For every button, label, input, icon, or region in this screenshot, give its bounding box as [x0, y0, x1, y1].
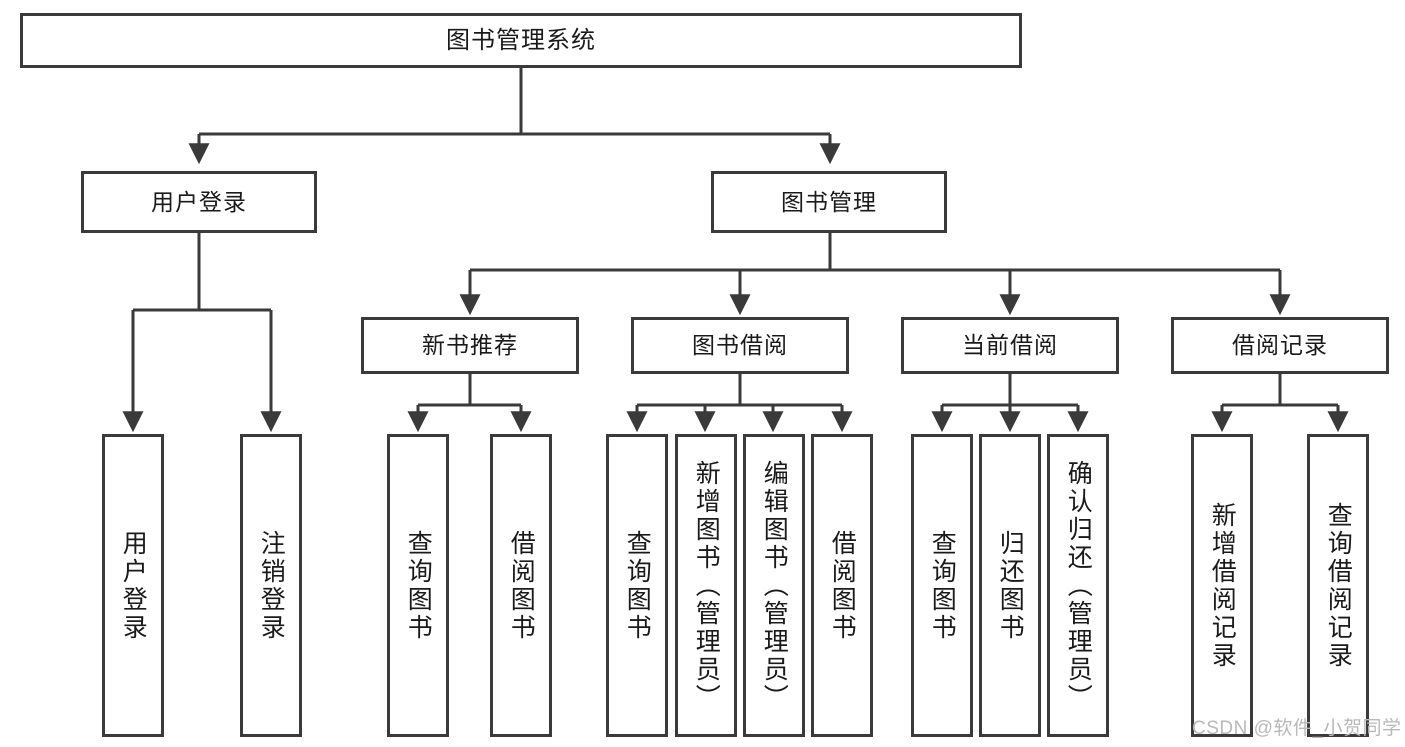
- node-label: 新书推荐: [422, 332, 518, 359]
- node-new-book-recommend[interactable]: 新书推荐: [361, 317, 579, 374]
- node-leaf-borrow-book-1[interactable]: 借阅图书: [490, 434, 552, 737]
- node-leaf-confirm-return[interactable]: 确认归还（管理员）: [1047, 434, 1109, 737]
- node-label: 查询借阅记录: [1324, 501, 1353, 670]
- node-book-borrow[interactable]: 图书借阅: [631, 317, 849, 374]
- node-user-login[interactable]: 用户登录: [81, 171, 317, 233]
- node-leaf-user-login[interactable]: 用户登录: [102, 434, 164, 737]
- node-leaf-query-book-2[interactable]: 查询图书: [606, 434, 668, 737]
- node-label: 借阅图书: [507, 529, 536, 642]
- node-label: 查询图书: [623, 529, 652, 642]
- node-label: 图书借阅: [692, 332, 788, 359]
- node-current-borrow[interactable]: 当前借阅: [901, 317, 1119, 374]
- node-label: 查询图书: [404, 529, 433, 642]
- node-label: 图书管理系统: [446, 26, 596, 54]
- node-leaf-borrow-book-2[interactable]: 借阅图书: [811, 434, 873, 737]
- node-label: 编辑图书（管理员）: [760, 459, 789, 712]
- node-label: 借阅记录: [1232, 332, 1328, 359]
- node-label: 当前借阅: [962, 332, 1058, 359]
- node-label: 确认归还（管理员）: [1064, 459, 1093, 712]
- node-leaf-logout[interactable]: 注销登录: [240, 434, 302, 737]
- node-borrow-record[interactable]: 借阅记录: [1171, 317, 1389, 374]
- node-leaf-add-record[interactable]: 新增借阅记录: [1191, 434, 1253, 737]
- node-leaf-query-book-1[interactable]: 查询图书: [387, 434, 449, 737]
- node-label: 新增借阅记录: [1208, 501, 1237, 670]
- node-root-system[interactable]: 图书管理系统: [20, 13, 1022, 68]
- node-leaf-return-book[interactable]: 归还图书: [979, 434, 1041, 737]
- node-leaf-query-book-3[interactable]: 查询图书: [911, 434, 973, 737]
- node-label: 归还图书: [996, 529, 1025, 642]
- node-label: 借阅图书: [828, 529, 857, 642]
- node-label: 用户登录: [151, 188, 247, 215]
- node-label: 用户登录: [119, 529, 148, 642]
- node-label: 新增图书（管理员）: [692, 459, 721, 712]
- node-label: 图书管理: [781, 188, 877, 215]
- node-leaf-edit-book[interactable]: 编辑图书（管理员）: [743, 434, 805, 737]
- node-leaf-query-record[interactable]: 查询借阅记录: [1307, 434, 1369, 737]
- csdn-watermark: CSDN @软件_小贺同学: [1192, 718, 1402, 739]
- node-book-management[interactable]: 图书管理: [711, 171, 947, 233]
- node-label: 注销登录: [257, 529, 286, 642]
- node-label: 查询图书: [928, 529, 957, 642]
- node-leaf-add-book[interactable]: 新增图书（管理员）: [675, 434, 737, 737]
